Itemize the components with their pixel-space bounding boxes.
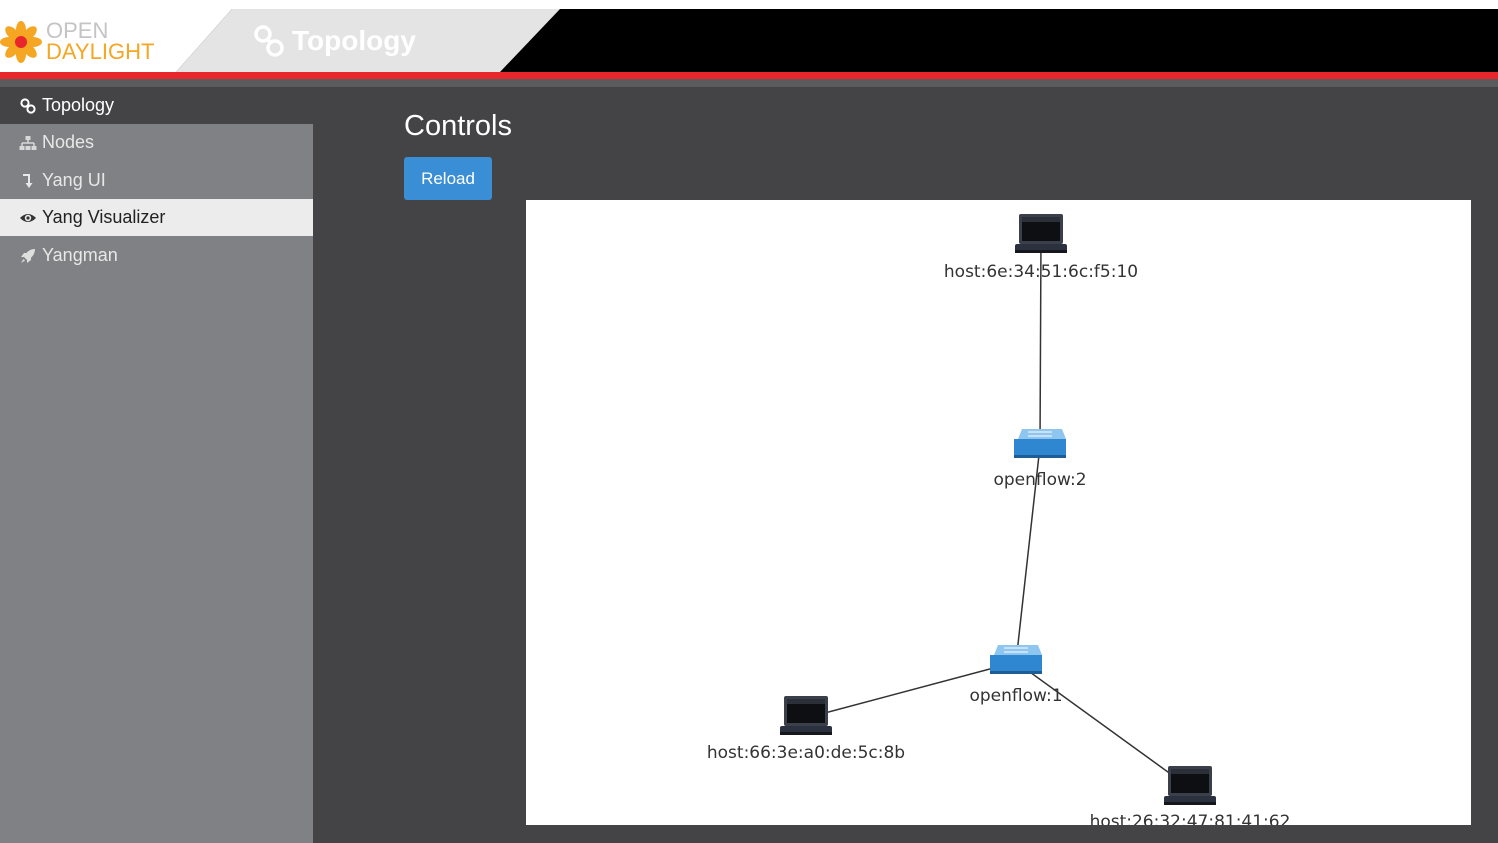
host-node[interactable]: host:6e:34:51:6c:f5:10: [944, 214, 1138, 282]
switch-node[interactable]: openflow:2: [993, 429, 1087, 490]
header-accent-bar: [0, 72, 1498, 79]
topology-graph-canvas[interactable]: host:6e:34:51:6c:f5:10 openflow:2 openflow…: [526, 200, 1471, 825]
laptop-icon: [780, 696, 832, 735]
network-switch-icon: [990, 645, 1042, 674]
rocket-icon: [19, 247, 37, 265]
reload-button[interactable]: Reload: [404, 157, 492, 200]
node-label: host:6e:34:51:6c:f5:10: [944, 262, 1138, 282]
controls-heading: Controls: [404, 110, 512, 142]
node-label: openflow:1: [969, 686, 1062, 706]
sidebar-item-nodes[interactable]: Nodes: [0, 124, 313, 161]
header: OPEN DAYLIGHT Topology: [0, 9, 1498, 72]
sidebar-item-label: Nodes: [42, 132, 95, 152]
laptop-icon: [1164, 766, 1216, 805]
sitemap-icon: [19, 134, 37, 152]
page-title-text: Topology: [292, 25, 416, 56]
switch-node[interactable]: openflow:1: [969, 645, 1063, 706]
logo-text: OPEN DAYLIGHT: [46, 18, 155, 64]
host-node[interactable]: host:66:3e:a0:de:5c:8b: [707, 696, 905, 763]
header-divider: [0, 79, 1498, 87]
sidebar-item-yang-ui[interactable]: Yang UI: [0, 162, 313, 199]
sunflower-logo-icon: [0, 21, 42, 63]
link-icon: [19, 97, 37, 115]
sidebar-item-topology[interactable]: Topology: [0, 87, 313, 124]
topology-graph[interactable]: host:6e:34:51:6c:f5:10 openflow:2 openflow…: [526, 200, 1471, 825]
sidebar-item-label: Yang Visualizer: [42, 207, 166, 227]
topology-link-s1-h2: [805, 661, 1017, 719]
logo-text-daylight: DAYLIGHT: [46, 39, 155, 64]
level-down-icon: [19, 172, 37, 190]
topology-link-icon: [254, 25, 284, 57]
sidebar-item-yangman[interactable]: Yangman: [0, 237, 313, 274]
sidebar-item-yang-visualizer[interactable]: Yang Visualizer: [0, 199, 313, 236]
opendaylight-logo[interactable]: OPEN DAYLIGHT: [0, 9, 232, 72]
page-title: Topology: [252, 23, 416, 59]
laptop-icon: [1015, 214, 1067, 253]
sidebar: Topology Nodes: [0, 87, 313, 843]
host-node[interactable]: host:26:32:47:81:41:62: [1090, 766, 1291, 825]
sidebar-item-label: Yang UI: [42, 170, 106, 190]
top-strip: [0, 0, 1498, 9]
sidebar-item-label: Yangman: [42, 245, 118, 265]
header-banner-shapes: [0, 9, 560, 72]
node-label: openflow:2: [993, 470, 1086, 490]
sidebar-item-label: Topology: [42, 95, 115, 115]
network-switch-icon: [1014, 429, 1066, 458]
logo-text-open: OPEN: [46, 18, 109, 43]
eye-icon: [19, 209, 37, 227]
topology-link-h1-s2: [1039, 235, 1042, 447]
node-label: host:66:3e:a0:de:5c:8b: [707, 743, 905, 763]
topology-link-s1-h3: [1015, 661, 1191, 789]
node-label: host:26:32:47:81:41:62: [1090, 812, 1291, 825]
topology-link-s2-s1: [1015, 445, 1041, 663]
